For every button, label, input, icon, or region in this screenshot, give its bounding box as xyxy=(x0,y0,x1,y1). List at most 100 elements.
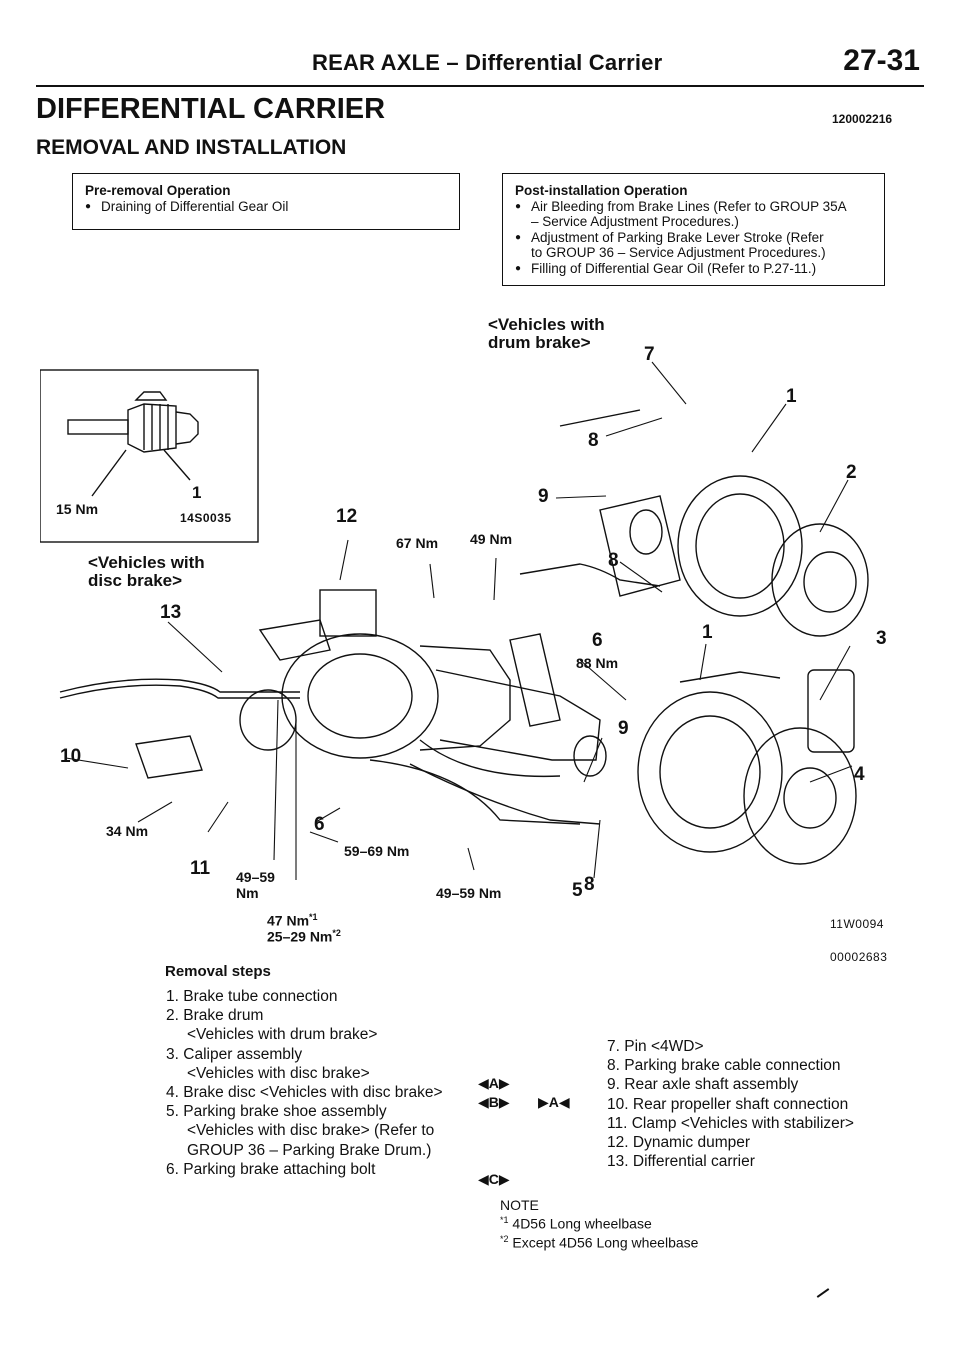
step-item: 12. Dynamic dumper xyxy=(607,1133,907,1152)
step-number: 3. xyxy=(166,1045,179,1063)
header-divider xyxy=(36,85,924,87)
step-subtext: <Vehicles with disc brake> (Refer to xyxy=(187,1122,435,1140)
part-label-1: 1 xyxy=(702,622,713,643)
step-number: 13. xyxy=(607,1153,629,1171)
torque-label-unit: Nm xyxy=(236,885,259,900)
step-item: 8. Parking brake cable connection xyxy=(607,1056,907,1075)
step-item: 4. Brake disc <Vehicles with disc brake> xyxy=(166,1083,496,1102)
step-text: Caliper assembly xyxy=(183,1045,303,1063)
figure-code: 11W0094 xyxy=(830,917,884,931)
step-number: 12. xyxy=(607,1134,629,1152)
part-label-4: 4 xyxy=(854,764,865,785)
item-line: Air Bleeding from Brake Lines (Refer to … xyxy=(531,198,847,214)
step-item: 7. Pin <4WD> xyxy=(607,1037,907,1056)
part-label-8: 8 xyxy=(588,430,599,451)
part-label-7: 7 xyxy=(644,344,655,365)
step-item: 6. Parking brake attaching bolt xyxy=(166,1160,496,1179)
marker-a: ◀A▶ xyxy=(478,1075,510,1091)
post-installation-item: Adjustment of Parking Brake Lever Stroke… xyxy=(515,230,874,261)
torque-label-59-69: 59–69 Nm xyxy=(344,843,409,859)
document-number: 120002216 xyxy=(832,112,893,126)
step-text: Parking brake shoe assembly xyxy=(183,1103,387,1121)
differential-carrier-housing xyxy=(135,589,511,779)
step-subtext: <Vehicles with drum brake> xyxy=(187,1026,378,1044)
step-item: 5. Parking brake shoe assembly<Vehicles … xyxy=(166,1102,496,1160)
torque-label-49-59: 49–59 Nm xyxy=(436,885,501,900)
drum-brake-label: drum brake> xyxy=(488,333,591,352)
torque-value: 47 Nm xyxy=(267,912,310,929)
step-text: Rear axle shaft assembly xyxy=(624,1076,799,1094)
footnote-mark: *2 xyxy=(332,928,341,938)
note-text: Except 4D56 Long wheelbase xyxy=(512,1234,699,1251)
part-label-9: 9 xyxy=(618,718,629,739)
step-number: 7. xyxy=(607,1038,620,1055)
disc-brake-label: <Vehicles with xyxy=(88,553,205,572)
running-header: REAR AXLE – Differential Carrier xyxy=(312,50,662,76)
marker-b: ◀B▶ xyxy=(478,1094,510,1110)
part-label-5: 5 xyxy=(572,880,583,901)
part-label-3: 3 xyxy=(876,628,887,649)
step-item: 1. Brake tube connection xyxy=(166,987,496,1006)
bolt-inset-illustration xyxy=(67,391,199,497)
step-text: Dynamic dumper xyxy=(632,1134,751,1152)
item-line: Filling of Differential Gear Oil (Refer … xyxy=(531,260,817,276)
post-installation-item: Air Bleeding from Brake Lines (Refer to … xyxy=(515,199,874,230)
stabilizer-bar xyxy=(59,678,300,693)
removal-steps-right: 7. Pin <4WD> 8. Parking brake cable conn… xyxy=(607,1037,907,1171)
part-label-12: 12 xyxy=(336,506,357,527)
step-subtext: GROUP 36 – Parking Brake Drum.) xyxy=(187,1141,432,1159)
step-number: 6. xyxy=(166,1160,179,1178)
step-text: Differential carrier xyxy=(632,1153,755,1171)
disc-brake-assembly xyxy=(573,669,857,865)
part-label-6: 6 xyxy=(592,630,603,651)
marker-c: ◀C▶ xyxy=(478,1171,510,1187)
step-item: 11. Clamp <Vehicles with stabilizer> xyxy=(607,1114,907,1133)
torque-label-88: 88 Nm xyxy=(576,655,618,671)
step-number: 5. xyxy=(166,1103,179,1121)
part-label-11: 11 xyxy=(190,858,211,879)
header-subsection: Differential Carrier xyxy=(465,50,663,75)
pre-removal-item: Draining of Differential Gear Oil xyxy=(85,199,449,215)
note-text: 4D56 Long wheelbase xyxy=(512,1215,652,1232)
step-number: 10. xyxy=(607,1095,629,1113)
removal-steps-title: Removal steps xyxy=(165,963,271,980)
note-title: NOTE xyxy=(500,1197,539,1213)
torque-label-67: 67 Nm xyxy=(396,535,438,551)
drum-brake-label: <Vehicles with xyxy=(488,315,605,334)
torque-value: 25–29 Nm xyxy=(267,928,333,945)
item-line: to GROUP 36 – Service Adjustment Procedu… xyxy=(531,245,826,260)
footnote-mark: *1 xyxy=(309,912,318,922)
step-text: Brake tube connection xyxy=(183,988,338,1005)
step-number: 1. xyxy=(166,988,179,1005)
torque-label-34: 34 Nm xyxy=(106,823,148,839)
note-item: *2 Except 4D56 Long wheelbase xyxy=(500,1232,698,1251)
note-mark: *1 xyxy=(500,1215,509,1225)
parking-brake-cable xyxy=(369,759,581,825)
step-number: 11. xyxy=(607,1114,628,1132)
step-number: 9. xyxy=(607,1076,620,1094)
note-mark: *2 xyxy=(500,1233,509,1244)
part-label-13: 13 xyxy=(160,602,181,623)
leader-lines xyxy=(65,361,853,880)
part-label-9: 9 xyxy=(538,486,549,507)
step-text: Brake drum xyxy=(183,1007,264,1025)
disc-brake-label: disc brake> xyxy=(88,571,182,590)
decorative-mark xyxy=(816,1288,830,1298)
post-installation-title: Post-installation Operation xyxy=(515,183,688,198)
part-label-2: 2 xyxy=(846,462,857,483)
shock-absorber xyxy=(509,633,561,727)
item-line: Adjustment of Parking Brake Lever Stroke… xyxy=(531,229,824,245)
step-item: 13. Differential carrier xyxy=(607,1152,907,1171)
marker-b-install: ▶A◀ xyxy=(538,1094,570,1110)
torque-label-49: 49 Nm xyxy=(470,531,512,547)
inset-part-label: 1 xyxy=(192,483,201,502)
exploded-diagram: <Vehicles with drum brake> <Vehicles wit… xyxy=(40,315,887,900)
part-label-6: 6 xyxy=(314,814,325,835)
removal-steps-left: 1. Brake tube connection 2. Brake drum<V… xyxy=(166,987,496,1179)
header-section: REAR AXLE xyxy=(312,50,441,75)
post-installation-item: Filling of Differential Gear Oil (Refer … xyxy=(515,261,874,277)
step-text: Parking brake attaching bolt xyxy=(183,1160,376,1178)
part-label-8: 8 xyxy=(608,550,619,571)
step-item: 3. Caliper assembly<Vehicles with disc b… xyxy=(166,1045,496,1083)
torque-label-49-59: 49–59 xyxy=(236,869,275,885)
